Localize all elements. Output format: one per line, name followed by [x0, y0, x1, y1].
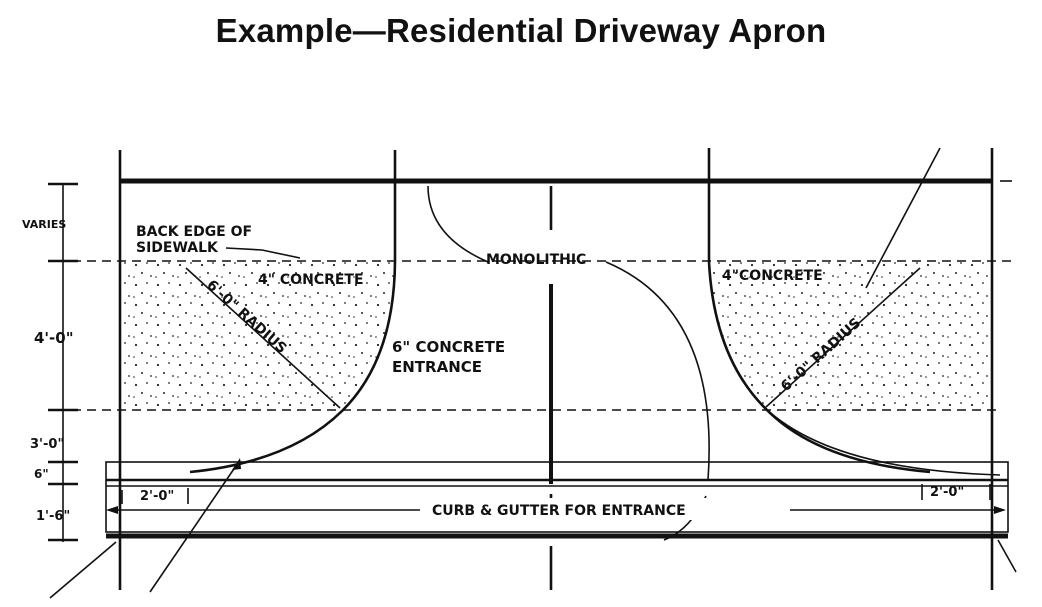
dim-four-ft: 4'-0"	[34, 329, 74, 347]
dim-six-in: 6"	[34, 467, 49, 481]
dim-one-ft-six: 1'-6"	[36, 509, 70, 524]
curb-label-bg	[426, 498, 790, 520]
label-back-edge-2: SIDEWALK	[136, 240, 219, 256]
dim-varies: VARIES	[22, 218, 66, 231]
left-radius-line	[185, 267, 341, 409]
right-flare-curve-inner	[763, 406, 1001, 476]
label-back-edge-1: BACK EDGE OF	[136, 224, 252, 240]
leader-top-right	[865, 147, 941, 289]
monolithic-leader-left	[427, 185, 489, 263]
page-title: Example—Residential Driveway Apron	[215, 12, 827, 49]
sidewalk-left-fill	[122, 261, 394, 411]
label-curb-gutter: CURB & GUTTER FOR ENTRANCE	[432, 503, 686, 519]
label-entrance-1: 6" CONCRETE	[392, 338, 505, 356]
leader-bottom-right	[997, 539, 1017, 573]
curb-arrow-left	[106, 506, 118, 514]
label-concrete-left: 4" CONCRETE	[258, 272, 364, 288]
dim-three-ft: 3'-0"	[30, 437, 64, 452]
curb-gutter-box	[105, 461, 1009, 533]
leader-bottom-left-1	[49, 541, 117, 599]
label-monolithic: MONOLITHIC	[486, 252, 586, 268]
right-radius-line	[765, 267, 921, 408]
monolithic-leader-right	[605, 261, 710, 481]
label-concrete-right: 4"CONCRETE	[722, 268, 823, 284]
back-edge-leader	[225, 247, 301, 259]
label-entrance-2: ENTRANCE	[392, 358, 482, 376]
curb-arrow-right	[994, 506, 1006, 514]
leader-bottom-left-2	[149, 459, 241, 593]
label-offset-right: 2'-0"	[930, 485, 964, 500]
sidewalk-right-fill	[710, 261, 990, 406]
label-offset-left: 2'-0"	[140, 489, 174, 504]
leader-arrow	[232, 458, 241, 470]
